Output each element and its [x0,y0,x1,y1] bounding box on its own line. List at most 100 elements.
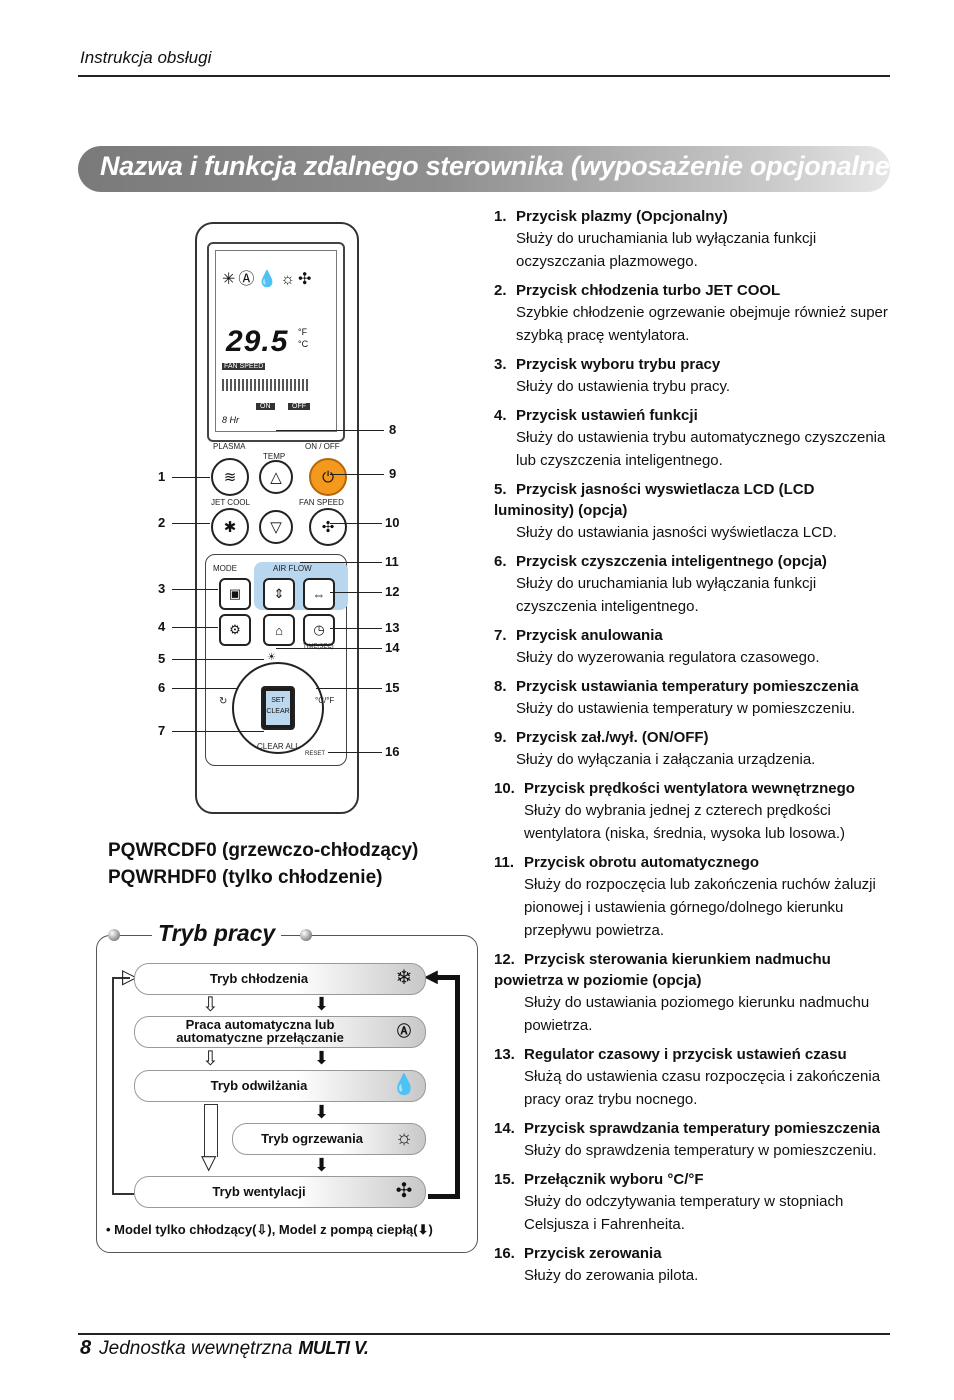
function-settings-button[interactable]: ⚙ [219,614,251,646]
function-item-title: 5.Przycisk jasności wyswietlacza LCD (LC… [494,479,894,521]
function-item-description: Służy do ustawiania jasności wyświetlacz… [516,524,837,541]
label-timesec: TIME(SEC) [303,644,334,650]
sun-icon: ☼ [394,1127,414,1149]
label-onoff: ON / OFF [305,442,340,451]
label-cf[interactable]: °C/°F [315,696,335,705]
callout-line [276,648,382,649]
function-item-heading: Przycisk plazmy (Opcjonalny) [516,208,728,225]
label-set: SET [271,697,285,704]
set-clear-button[interactable]: SET CLEAR [261,686,295,730]
footer-text: Jednostka wewnętrzna [99,1338,293,1359]
remote-lcd: ✳Ⓐ💧☼✣ 29.5 °F °C FAN SPEED ON OFF 8 Hr [207,242,345,442]
callout-line [328,752,382,753]
label-clearall[interactable]: CLEAR ALL [257,742,300,751]
function-item-title: 13.Regulator czasowy i przycisk ustawień… [494,1044,894,1065]
arrow-down-outline-icon: ⇩ [202,994,219,1016]
lcd-deg-f: °F [298,327,308,337]
lcd-bar [222,379,310,391]
label-plasma: PLASMA [213,442,246,451]
direction-pad[interactable] [232,662,324,754]
arrow-down-icon: ▽ [270,519,282,536]
function-item-heading: Przycisk jasności wyswietlacza LCD (LCD … [494,481,815,519]
function-item-title: 16.Przycisk zerowania [494,1243,894,1264]
function-item-description: Służy do uruchamiania lub wyłączania fun… [516,575,817,615]
function-item-description: Służy do ustawienia trybu automatycznego… [516,429,886,469]
callout-10: 10 [385,515,400,530]
note-part-2: ), Model z pompą ciepłą( [267,1222,418,1237]
jetcool-button[interactable]: ✱ [211,508,249,546]
vertical-airflow-button[interactable]: ⇕ [263,578,295,610]
set-clear-face: SET CLEAR [266,691,290,725]
function-item-number: 8. [494,678,507,695]
function-item: 6.Przycisk czyszczenia inteligentnego (o… [494,551,894,618]
reset-button[interactable]: RESET [305,751,326,757]
callout-line [330,474,384,475]
fanspeed-button[interactable]: ✣ [309,508,347,546]
function-item-title: 10.Przycisk prędkości wentylatora wewnęt… [494,778,894,799]
jet-icon: ✱ [223,519,237,536]
model-line-1: PQWRCDF0 (grzewczo-chłodzący) [108,840,419,861]
function-item: 13.Regulator czasowy i przycisk ustawień… [494,1044,894,1111]
function-item-description: Służą do ustawienia czasu rozpoczęcia i … [524,1068,881,1108]
drop-icon: 💧 [391,1074,417,1096]
callout-11: 11 [385,554,399,569]
mode-pill-auto [134,1016,426,1048]
function-item-heading: Przycisk zał./wył. (ON/OFF) [516,729,709,746]
lcd-on: ON [256,403,275,410]
snowflake-icon: ❄ [395,967,413,989]
function-item-title: 1. Przycisk plazmy (Opcjonalny) [494,206,894,227]
updown-icon: ⇕ [273,586,285,601]
remote-control-illustration: ✳Ⓐ💧☼✣ 29.5 °F °C FAN SPEED ON OFF 8 Hr P… [195,222,359,814]
function-item-heading: Przycisk sterowania kierunkiem nadmuchu … [494,951,831,989]
mode-button[interactable]: ▣ [219,578,251,610]
function-item: 14.Przycisk sprawdzania temperatury pomi… [494,1118,894,1162]
function-item-number: 9. [494,729,507,746]
operating-modes-title: Tryb pracy [152,920,282,947]
onoff-button[interactable]: ⏻ [309,458,347,496]
callout-2: 2 [158,515,166,530]
function-item-title: 12.Przycisk sterowania kierunkiem nadmuc… [494,949,894,991]
ball-decoration [300,929,312,941]
mode-label-auto: Praca automatyczna lub automatyczne prze… [176,1017,344,1045]
arrow-down-filled-icon: ⬇ [314,994,330,1014]
note-part-3: ) [428,1222,433,1237]
function-item-description: Służy do zerowania pilota. [524,1267,699,1284]
plasma-button[interactable]: ≋ [211,458,249,496]
arrow-down-outline-icon: ⇩ [256,1222,268,1237]
function-item-description: Szybkie chłodzenie ogrzewanie obejmuje r… [516,304,888,344]
temp-down-button[interactable]: ▽ [259,510,293,544]
callout-line [330,628,382,629]
function-item-description: Służy do odczytywania temperatury w stop… [524,1193,844,1233]
callout-line [172,477,210,478]
callout-line [172,688,238,689]
callout-line [330,523,382,524]
function-item-title: 2.Przycisk chłodzenia turbo JET COOL [494,280,894,301]
mode-label-dry: Tryb odwilżania [210,1078,308,1093]
arrow-left-filled-icon: ◀ [424,966,438,986]
callout-line [172,731,264,732]
function-item-number: 2. [494,282,507,299]
label-clear: CLEAR [266,708,290,715]
function-item-heading: Przycisk obrotu automatycznego [524,854,760,871]
horizontal-airflow-button[interactable]: ⇔ [303,578,335,610]
function-item-number: 16. [494,1245,515,1262]
label-fanspeed: FAN SPEED [299,498,344,507]
temp-up-button[interactable]: △ [259,460,293,494]
function-item-heading: Przycisk anulowania [516,627,663,644]
page-title: Nazwa i funkcja zdalnego sterownika (wyp… [100,151,899,181]
smart-clean-icon: ↻ [219,696,228,707]
function-item-title: 3.Przycisk wyboru trybu pracy [494,354,894,375]
room-temp-check-button[interactable]: ⌂ [263,614,295,646]
function-item-heading: Przycisk czyszczenia inteligentnego (opc… [516,553,827,570]
callout-1: 1 [158,469,166,484]
function-item: 2.Przycisk chłodzenia turbo JET COOL Szyb… [494,280,894,347]
function-item-description: Służy do ustawienia trybu pracy. [516,378,730,395]
function-item-title: 8.Przycisk ustawiania temperatury pomies… [494,676,894,697]
function-item-number: 1. [494,208,507,225]
timer-button[interactable]: ◷ [303,614,335,646]
ball-decoration [108,929,120,941]
